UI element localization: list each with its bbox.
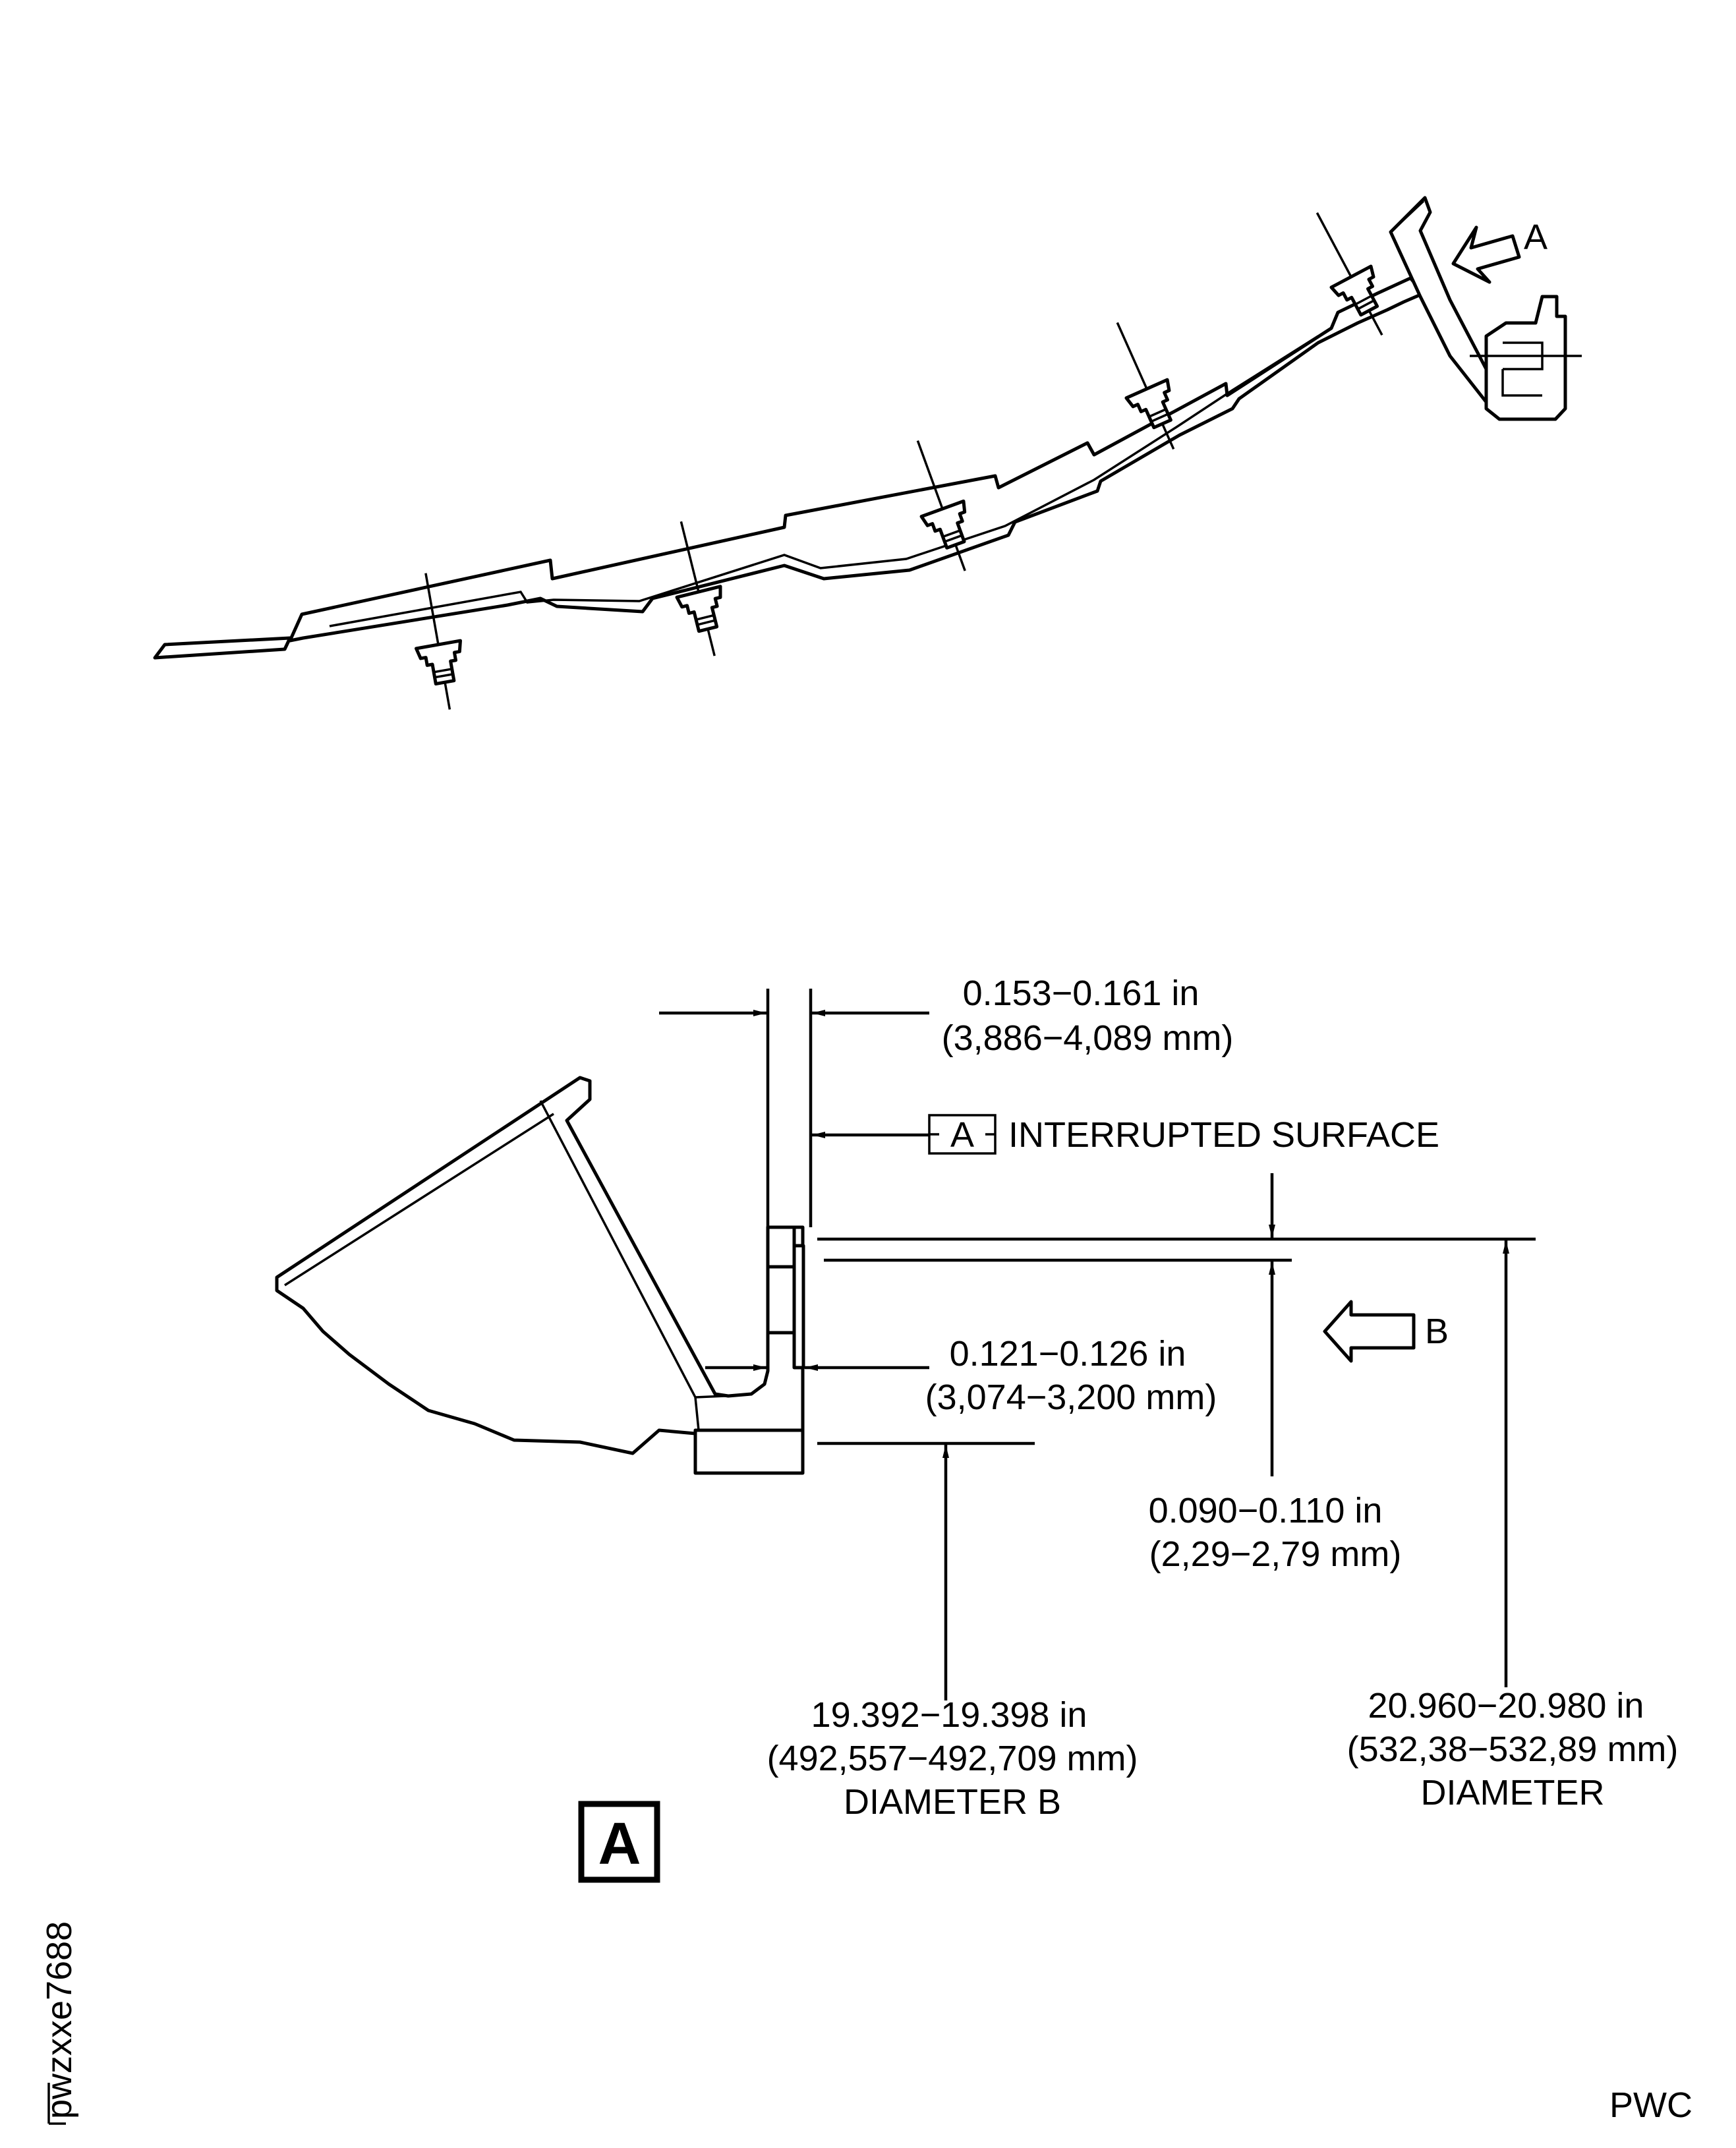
- dim-diameter-b-name: DIAMETER B: [844, 1782, 1061, 1822]
- flange-pad: [766, 1265, 796, 1335]
- view-arrow-b-label: B: [1425, 1312, 1449, 1351]
- dim-step-imperial: 0.090−0.110 in: [1149, 1491, 1383, 1530]
- shroud-liner: [288, 276, 1426, 643]
- dim-thickness-metric: (3,886−4,089 mm): [942, 1018, 1234, 1058]
- assembly-view: A: [153, 196, 1582, 710]
- fastener-stud: [1316, 212, 1383, 336]
- dim-diameter-b-metric: (492,557−492,709 mm): [767, 1739, 1138, 1778]
- dim-diameter-b-imperial: 19.392−19.398 in: [811, 1695, 1087, 1735]
- fastener-stud: [1116, 322, 1175, 450]
- detail-a-view: B A INTERRUPTED SURFACE 0.153−0.161 in (…: [275, 973, 1679, 1883]
- base-pad: [693, 1428, 805, 1475]
- dim-thickness-imperial: 0.153−0.161 in: [963, 973, 1200, 1013]
- fastener-stud: [415, 573, 462, 710]
- view-arrow-a-label: A: [1524, 218, 1548, 257]
- dim-diameter-name: DIAMETER: [1420, 1773, 1604, 1813]
- flange-pad: [792, 1244, 805, 1370]
- fastener-stud: [675, 521, 722, 656]
- flange-pad: [766, 1225, 796, 1269]
- dim-step-metric: (2,29−2,79 mm): [1149, 1534, 1402, 1574]
- view-arrow-b: [1323, 1300, 1416, 1363]
- figure-code: pwzxxe7688: [40, 1921, 79, 2119]
- seal-housing: [1484, 295, 1567, 421]
- company-label: PWC: [1609, 2085, 1693, 2125]
- dim-diameter-metric: (532,38−532,89 mm): [1347, 1729, 1679, 1769]
- fastener-stud: [916, 440, 967, 571]
- detail-label-box: [578, 1801, 660, 1883]
- dim-flange-imperial: 0.121−0.126 in: [950, 1334, 1186, 1374]
- leading-edge-tip: [153, 636, 292, 660]
- datum-label: A: [950, 1115, 974, 1155]
- dim-diameter-imperial: 20.960−20.980 in: [1368, 1686, 1644, 1726]
- detail-label: A: [598, 1811, 641, 1877]
- svg-text:pwzxxe7688: pwzxxe7688: [40, 1921, 79, 2119]
- view-arrow-a: [1451, 225, 1521, 284]
- datum-text: INTERRUPTED SURFACE: [1008, 1115, 1439, 1155]
- dim-flange-metric: (3,074−3,200 mm): [925, 1378, 1217, 1417]
